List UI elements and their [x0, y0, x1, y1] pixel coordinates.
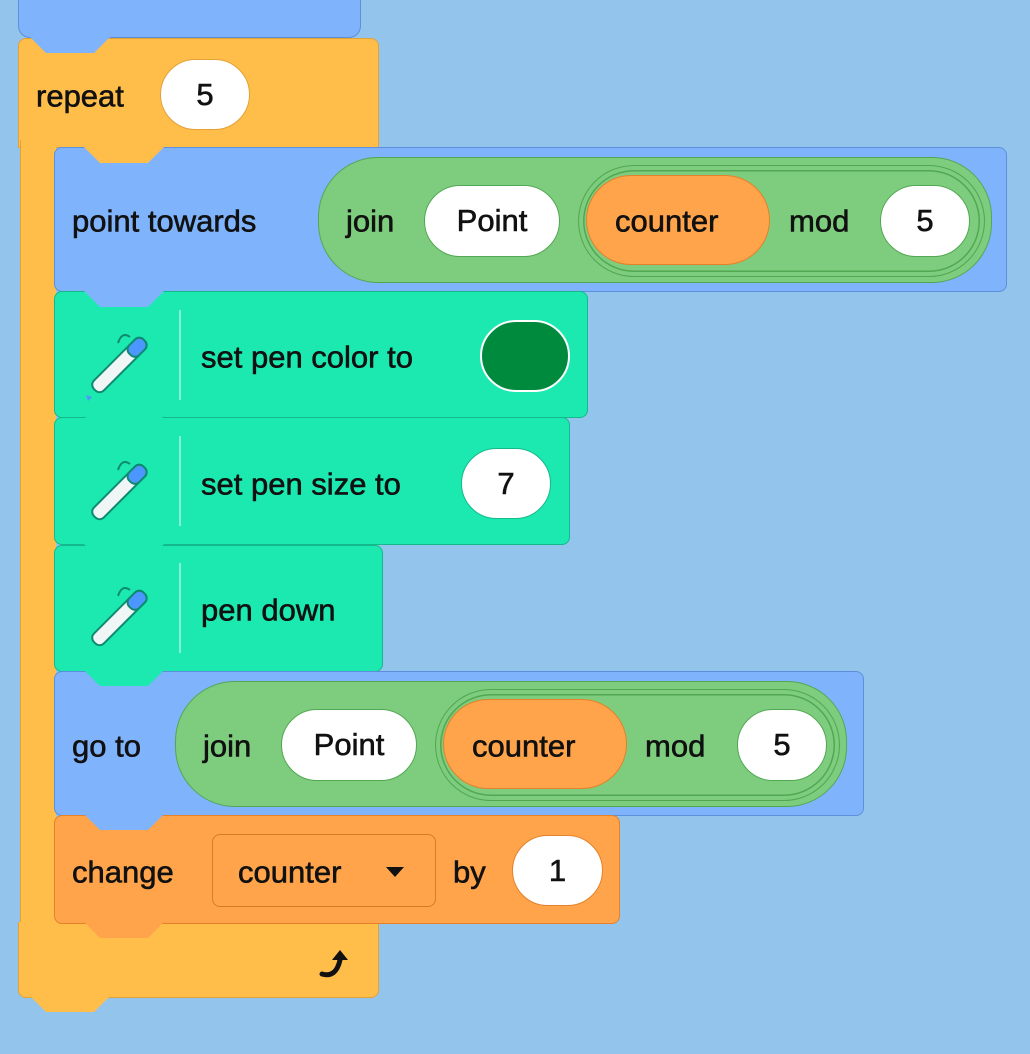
repeat-label: repeat [36, 78, 125, 114]
repeat-count-input[interactable]: 5 [160, 59, 250, 130]
join-text-input[interactable]: Point [424, 185, 560, 257]
by-label: by [453, 854, 486, 890]
counter-reporter[interactable] [443, 699, 627, 789]
pen-down-block[interactable] [54, 545, 383, 672]
pen-icon [78, 578, 158, 658]
dropdown-caret-icon [386, 867, 404, 877]
set-pen-size-label: set pen size to [201, 466, 402, 502]
mod-label: mod [645, 728, 706, 764]
change-by-input[interactable]: 1 [512, 835, 603, 906]
counter-reporter[interactable] [586, 175, 770, 265]
join-label: join [203, 728, 252, 764]
loop-arrow-icon [316, 944, 356, 984]
mod-value-input[interactable]: 5 [880, 185, 970, 257]
pen-color-swatch[interactable] [480, 320, 570, 392]
join-text-input[interactable]: Point [281, 709, 417, 781]
point-towards-label: point towards [72, 203, 257, 239]
variable-dropdown-label: counter [238, 854, 342, 890]
previous-block[interactable] [18, 0, 361, 38]
pen-icon [78, 452, 158, 532]
go-to-label: go to [72, 728, 142, 764]
pen-icon [78, 325, 158, 405]
pen-size-input[interactable]: 7 [461, 448, 551, 519]
counter-label: counter [472, 728, 576, 764]
change-label: change [72, 854, 174, 890]
mod-value-input[interactable]: 5 [737, 709, 827, 781]
pen-down-label: pen down [201, 592, 336, 628]
mod-label: mod [789, 203, 850, 239]
join-label: join [346, 203, 395, 239]
counter-label: counter [615, 203, 719, 239]
set-pen-color-label: set pen color to [201, 339, 414, 375]
